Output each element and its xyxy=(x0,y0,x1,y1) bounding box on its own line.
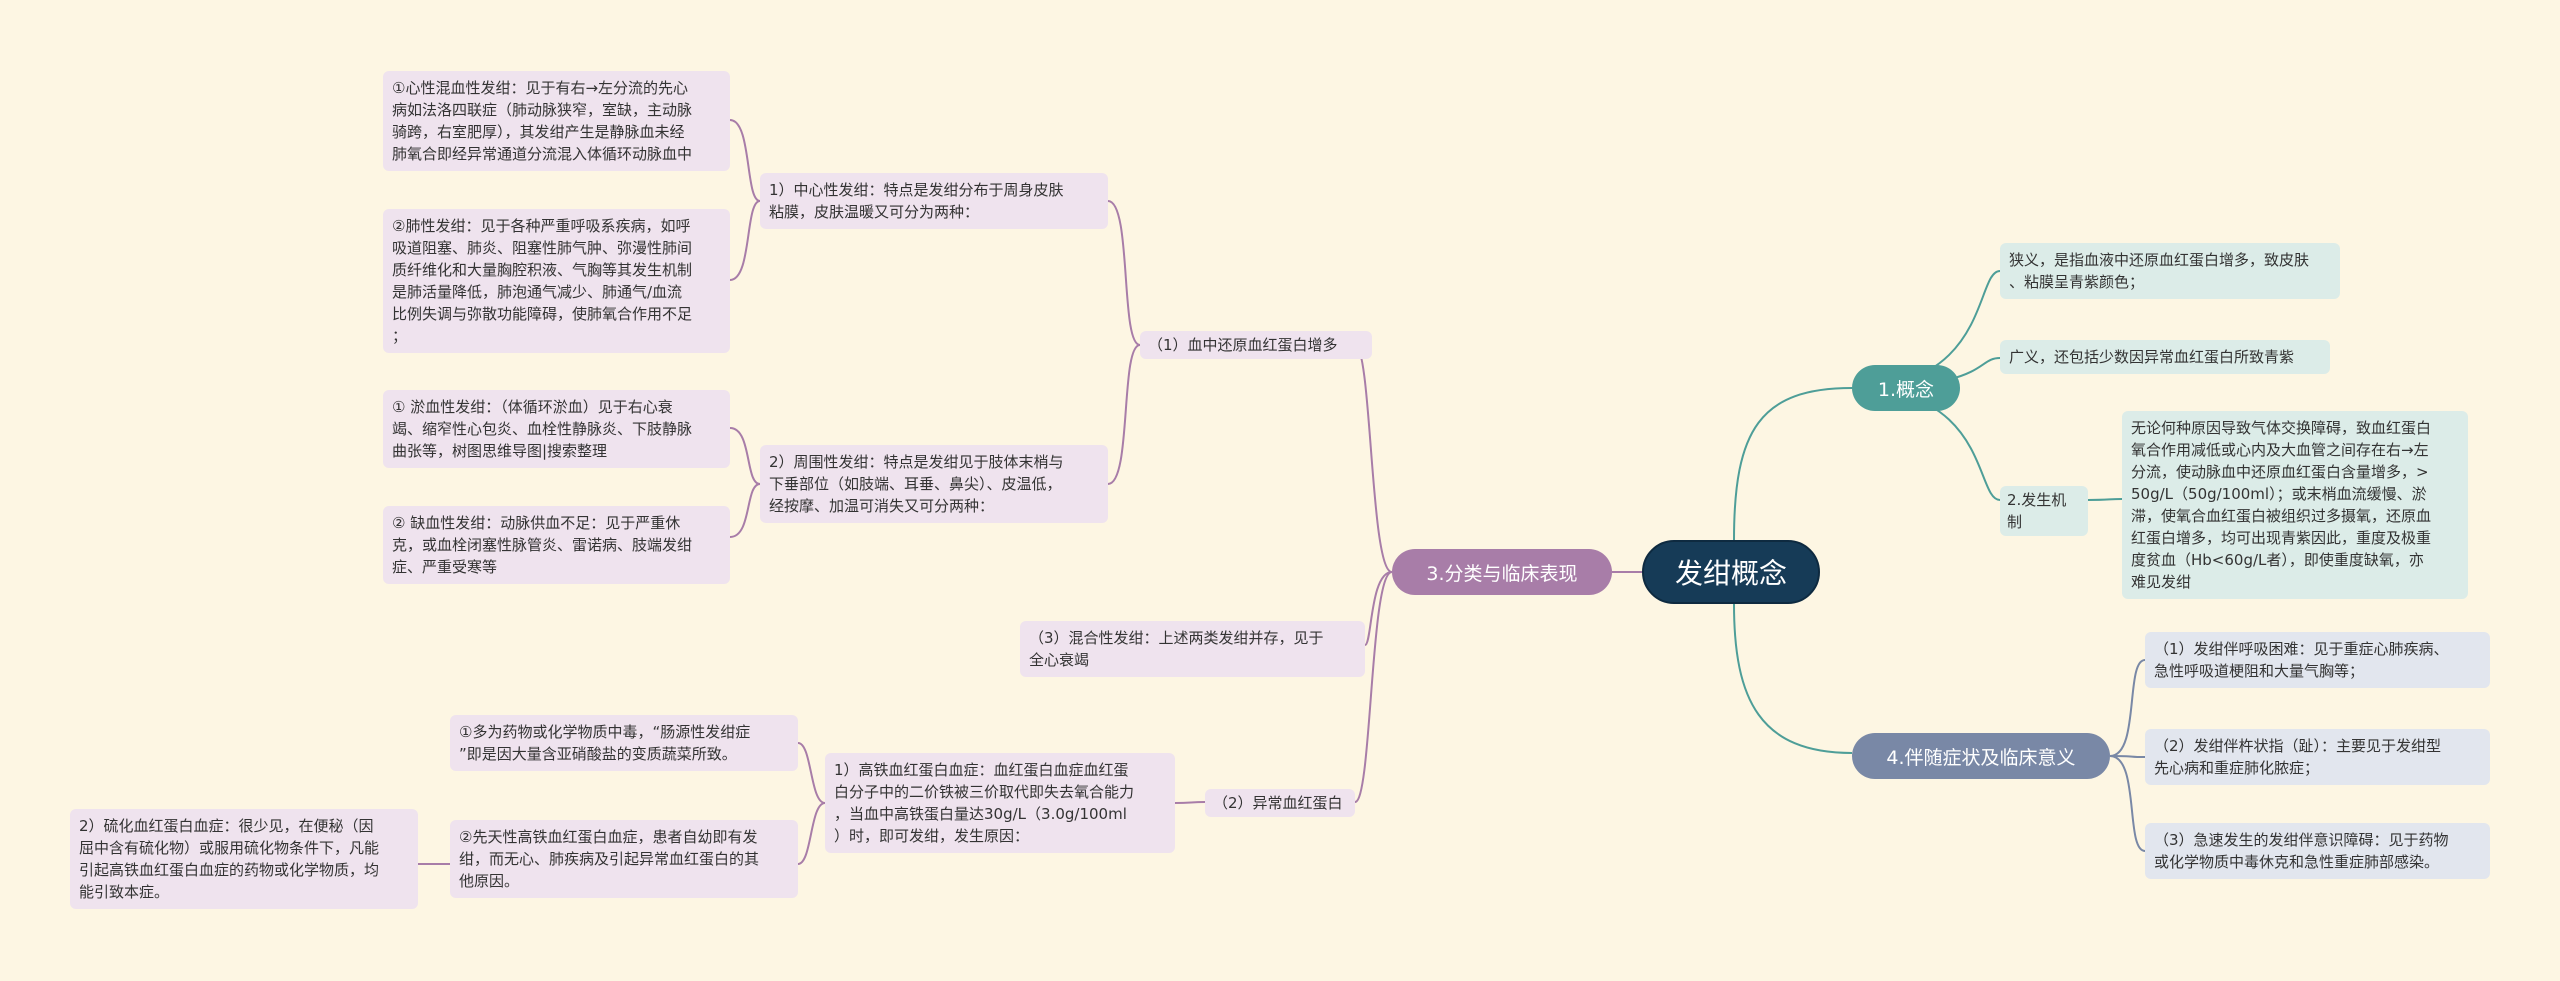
abnormal-hemoglobin-node[interactable]: （2）异常血红蛋白 xyxy=(1205,789,1355,817)
symptoms-node[interactable]: 4.伴随症状及临床意义 xyxy=(1852,733,2110,779)
category-node[interactable]: 3.分类与临床表现 xyxy=(1392,549,1612,595)
ischemic-cyanosis-item[interactable]: ② 缺血性发绀：动脉供血不足：见于严重休 克，或血栓闭塞性脉管炎、雷诺病、肢端发… xyxy=(383,506,730,584)
pulmonary-cyanosis-item[interactable]: ②肺性发绀：见于各种严重呼吸系疾病，如呼 吸道阻塞、肺炎、阻塞性肺气肿、弥漫性肺… xyxy=(383,209,730,353)
symptom-item[interactable]: （1）发绀伴呼吸困难：见于重症心肺疾病、 急性呼吸道梗阻和大量气胸等； xyxy=(2145,632,2490,688)
peripheral-cyanosis-node[interactable]: 2）周围性发绀：特点是发绀见于肢体末梢与 下垂部位（如肢端、耳垂、鼻尖）、皮温低… xyxy=(760,445,1108,523)
symptoms-children-links xyxy=(2109,659,2146,852)
congestive-cyanosis-item[interactable]: ① 淤血性发绀：（体循环淤血）见于右心衰 竭、缩窄性心包炎、血栓性静脉炎、下肢静… xyxy=(383,390,730,468)
methemoglobinemia-node[interactable]: 1）高铁血红蛋白血症：血红蛋白血症血红蛋 白分子中的二价铁被三价取代即失去氧合能… xyxy=(825,753,1175,853)
mechanism-node[interactable]: 2.发生机制 xyxy=(2000,486,2088,536)
cardiac-cyanosis-item[interactable]: ①心性混血性发绀：见于有右→左分流的先心 病如法洛四联症（肺动脉狭窄，室缺，主动… xyxy=(383,71,730,171)
broad-definition[interactable]: 广义，还包括少数因异常血红蛋白所致青紫 xyxy=(2000,340,2330,374)
congenital-item[interactable]: ②先天性高铁血红蛋白血症，患者自幼即有发 绀，而无心、肺疾病及引起异常血红蛋白的… xyxy=(450,820,798,898)
mixed-cyanosis-node[interactable]: （3）混合性发绀：上述两类发绀并存，见于 全心衰竭 xyxy=(1020,621,1365,677)
drug-poisoning-item[interactable]: ①多为药物或化学物质中毒，“肠源性发绀症 ”即是因大量含亚硝酸盐的变质蔬菜所致。 xyxy=(450,715,798,771)
mechanism-text[interactable]: 无论何种原因导致气体交换障碍，致血红蛋白 氧合作用减低或心内及大血管之间存在右→… xyxy=(2122,411,2468,599)
narrow-definition[interactable]: 狭义，是指血液中还原血红蛋白增多，致皮肤 、粘膜呈青紫颜色； xyxy=(2000,243,2340,299)
symptom-item[interactable]: （2）发绀伴杵状指（趾）：主要见于发绀型 先心病和重症肺化脓症； xyxy=(2145,729,2490,785)
mechanism-link xyxy=(2087,498,2123,501)
root-node[interactable]: 发绀概念 xyxy=(1642,540,1820,604)
reduced-hemoglobin-node[interactable]: （1）血中还原血红蛋白增多 xyxy=(1140,331,1372,359)
symptom-item[interactable]: （3）急速发生的发绀伴意识障碍：见于药物 或化学物质中毒休克和急性重症肺部感染。 xyxy=(2145,823,2490,879)
central-cyanosis-node[interactable]: 1）中心性发绀：特点是发绀分布于周身皮肤 粘膜，皮肤温暖又可分为两种： xyxy=(760,173,1108,229)
concept-node[interactable]: 1.概念 xyxy=(1852,365,1960,411)
sulfhemoglobinemia-node[interactable]: 2）硫化血红蛋白血症：很少见，在便秘（因 屈中含有硫化物）或服用硫化物条件下，凡… xyxy=(70,809,418,909)
